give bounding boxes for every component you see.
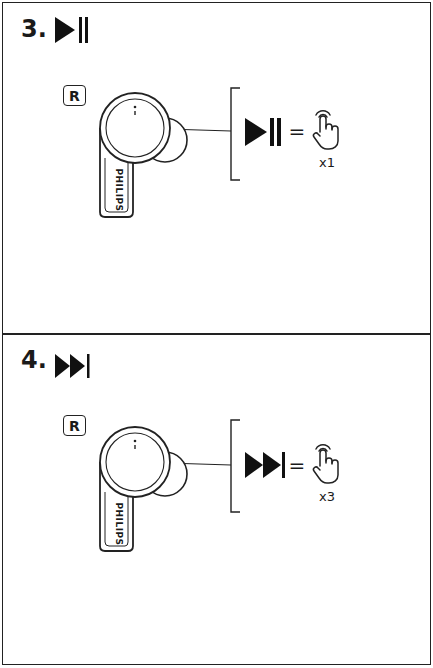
side-letter: R bbox=[69, 419, 80, 433]
tap-count: x1 bbox=[319, 156, 335, 169]
earbud-drawing bbox=[100, 427, 187, 551]
tap-count: x3 bbox=[319, 490, 335, 503]
brand-text: PHILIPS bbox=[114, 502, 123, 545]
side-letter: R bbox=[69, 89, 80, 103]
step-number: 4. bbox=[21, 346, 47, 374]
equals-sign: = bbox=[289, 121, 306, 141]
tap-icon bbox=[314, 111, 338, 149]
bracket bbox=[231, 420, 240, 512]
next-track-icon bbox=[245, 452, 285, 478]
brand-text: PHILIPS bbox=[114, 168, 123, 211]
tap-icon bbox=[314, 445, 338, 483]
earbud-drawing bbox=[100, 93, 187, 217]
step-panel: 4. R bbox=[2, 333, 431, 665]
step-number: 3. bbox=[21, 15, 47, 43]
next-track-heading-icon bbox=[55, 354, 90, 378]
side-marker-box: R bbox=[63, 85, 86, 106]
equals-sign: = bbox=[289, 455, 306, 475]
step-panel: 3. R bbox=[2, 2, 431, 335]
side-marker-box: R bbox=[63, 415, 86, 436]
play-pause-icon bbox=[245, 118, 281, 146]
play-pause-heading-icon bbox=[55, 17, 88, 43]
bracket bbox=[231, 88, 240, 180]
